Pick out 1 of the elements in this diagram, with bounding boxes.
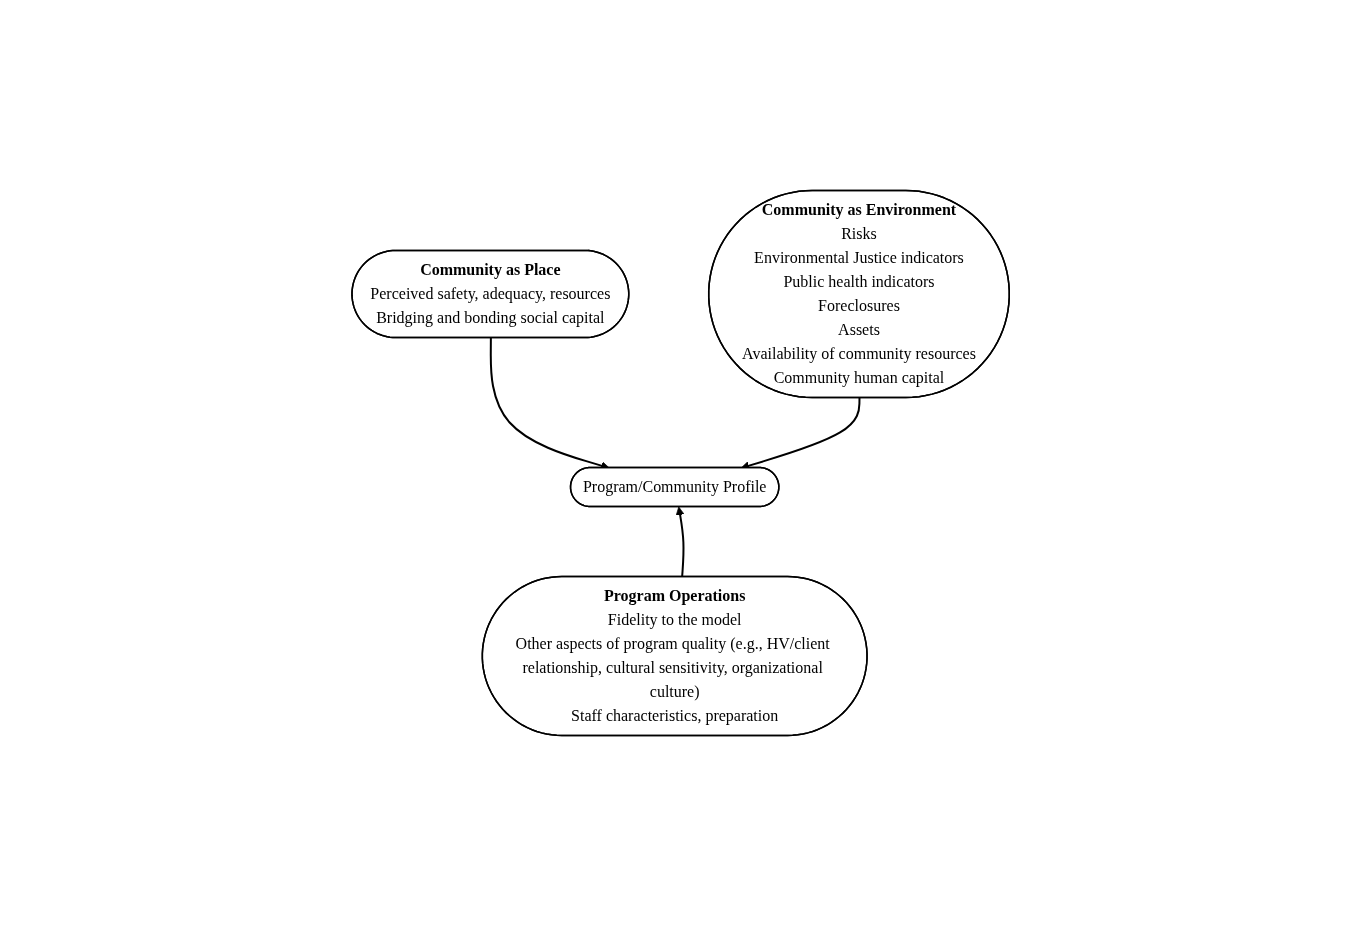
arrow: [675, 506, 685, 578]
